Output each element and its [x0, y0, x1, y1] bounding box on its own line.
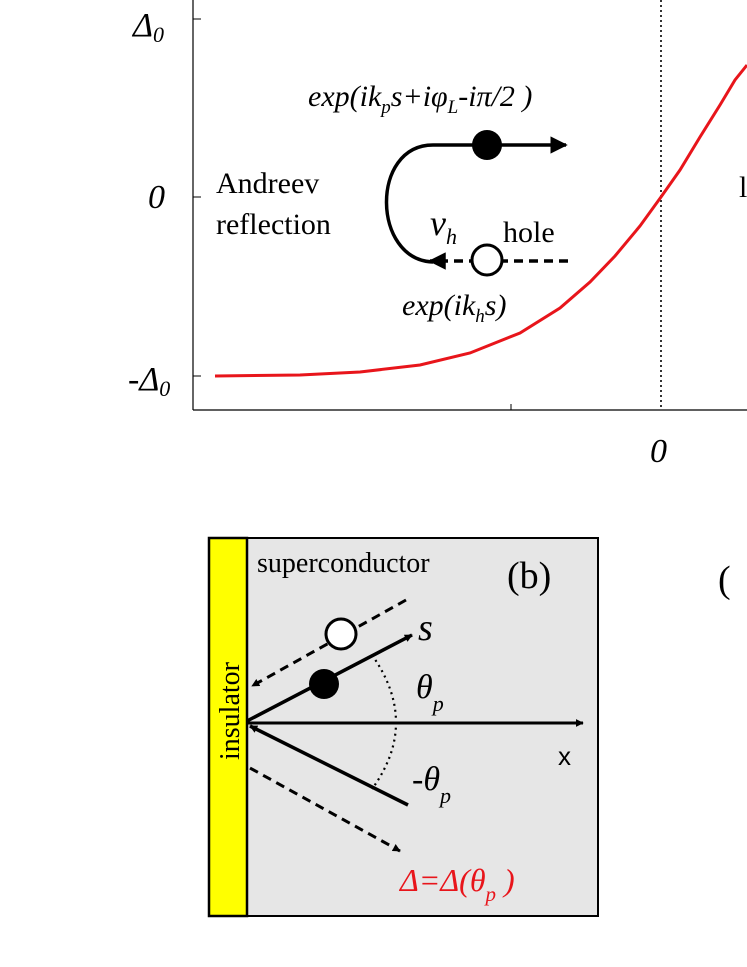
- particle-dot-b: [309, 669, 339, 699]
- minus-theta-p-label: -θp: [412, 761, 451, 808]
- delta-equation: Δ=Δ(θp ): [398, 862, 515, 906]
- x-label: x: [558, 741, 571, 771]
- y-tick-label-bottom: -Δ0: [128, 361, 170, 401]
- superconductor-label: superconductor: [257, 548, 430, 579]
- y-tick-label-top: Δ0: [131, 7, 164, 47]
- particle-wavefunction-label: exp(ikps+iφL-iπ/2 ): [308, 80, 532, 118]
- angle-arc: [371, 654, 397, 790]
- andreev-label-line1: Andreev: [216, 167, 319, 200]
- panel-b: insulator superconductor (b) x s θp -θp …: [207, 536, 599, 918]
- insulator-label: insulator: [215, 661, 246, 760]
- x-tick-label-zero: 0: [650, 433, 667, 470]
- reflection-arc: [384, 143, 434, 264]
- hole-wavefunction-label: exp(ikhs): [402, 289, 506, 327]
- hole-dot: [470, 243, 504, 277]
- right-text-fragment: l: [739, 171, 747, 204]
- gap-profile-curve: [214, 64, 747, 378]
- panel-b-label: (b): [507, 555, 551, 597]
- panel-c-fragment: (: [718, 559, 731, 601]
- s-label: s: [418, 607, 433, 649]
- insulator-layer: [207, 536, 249, 918]
- theta-p-label: θp: [416, 669, 444, 716]
- y-tick-label-mid: 0: [148, 179, 165, 216]
- particle-dot: [472, 130, 502, 160]
- lower-trajectory-line: [249, 724, 409, 807]
- hole-dot-b: [324, 617, 358, 651]
- lower-dashed-arrow: [249, 766, 401, 853]
- andreev-label-line2: reflection: [216, 208, 331, 241]
- hole-label: hole: [503, 216, 555, 249]
- hole-velocity-label: vh: [430, 203, 457, 249]
- panel-a: Δ0 0 -Δ0 0 Andreev reflection exp(ikps+i…: [128, 0, 747, 470]
